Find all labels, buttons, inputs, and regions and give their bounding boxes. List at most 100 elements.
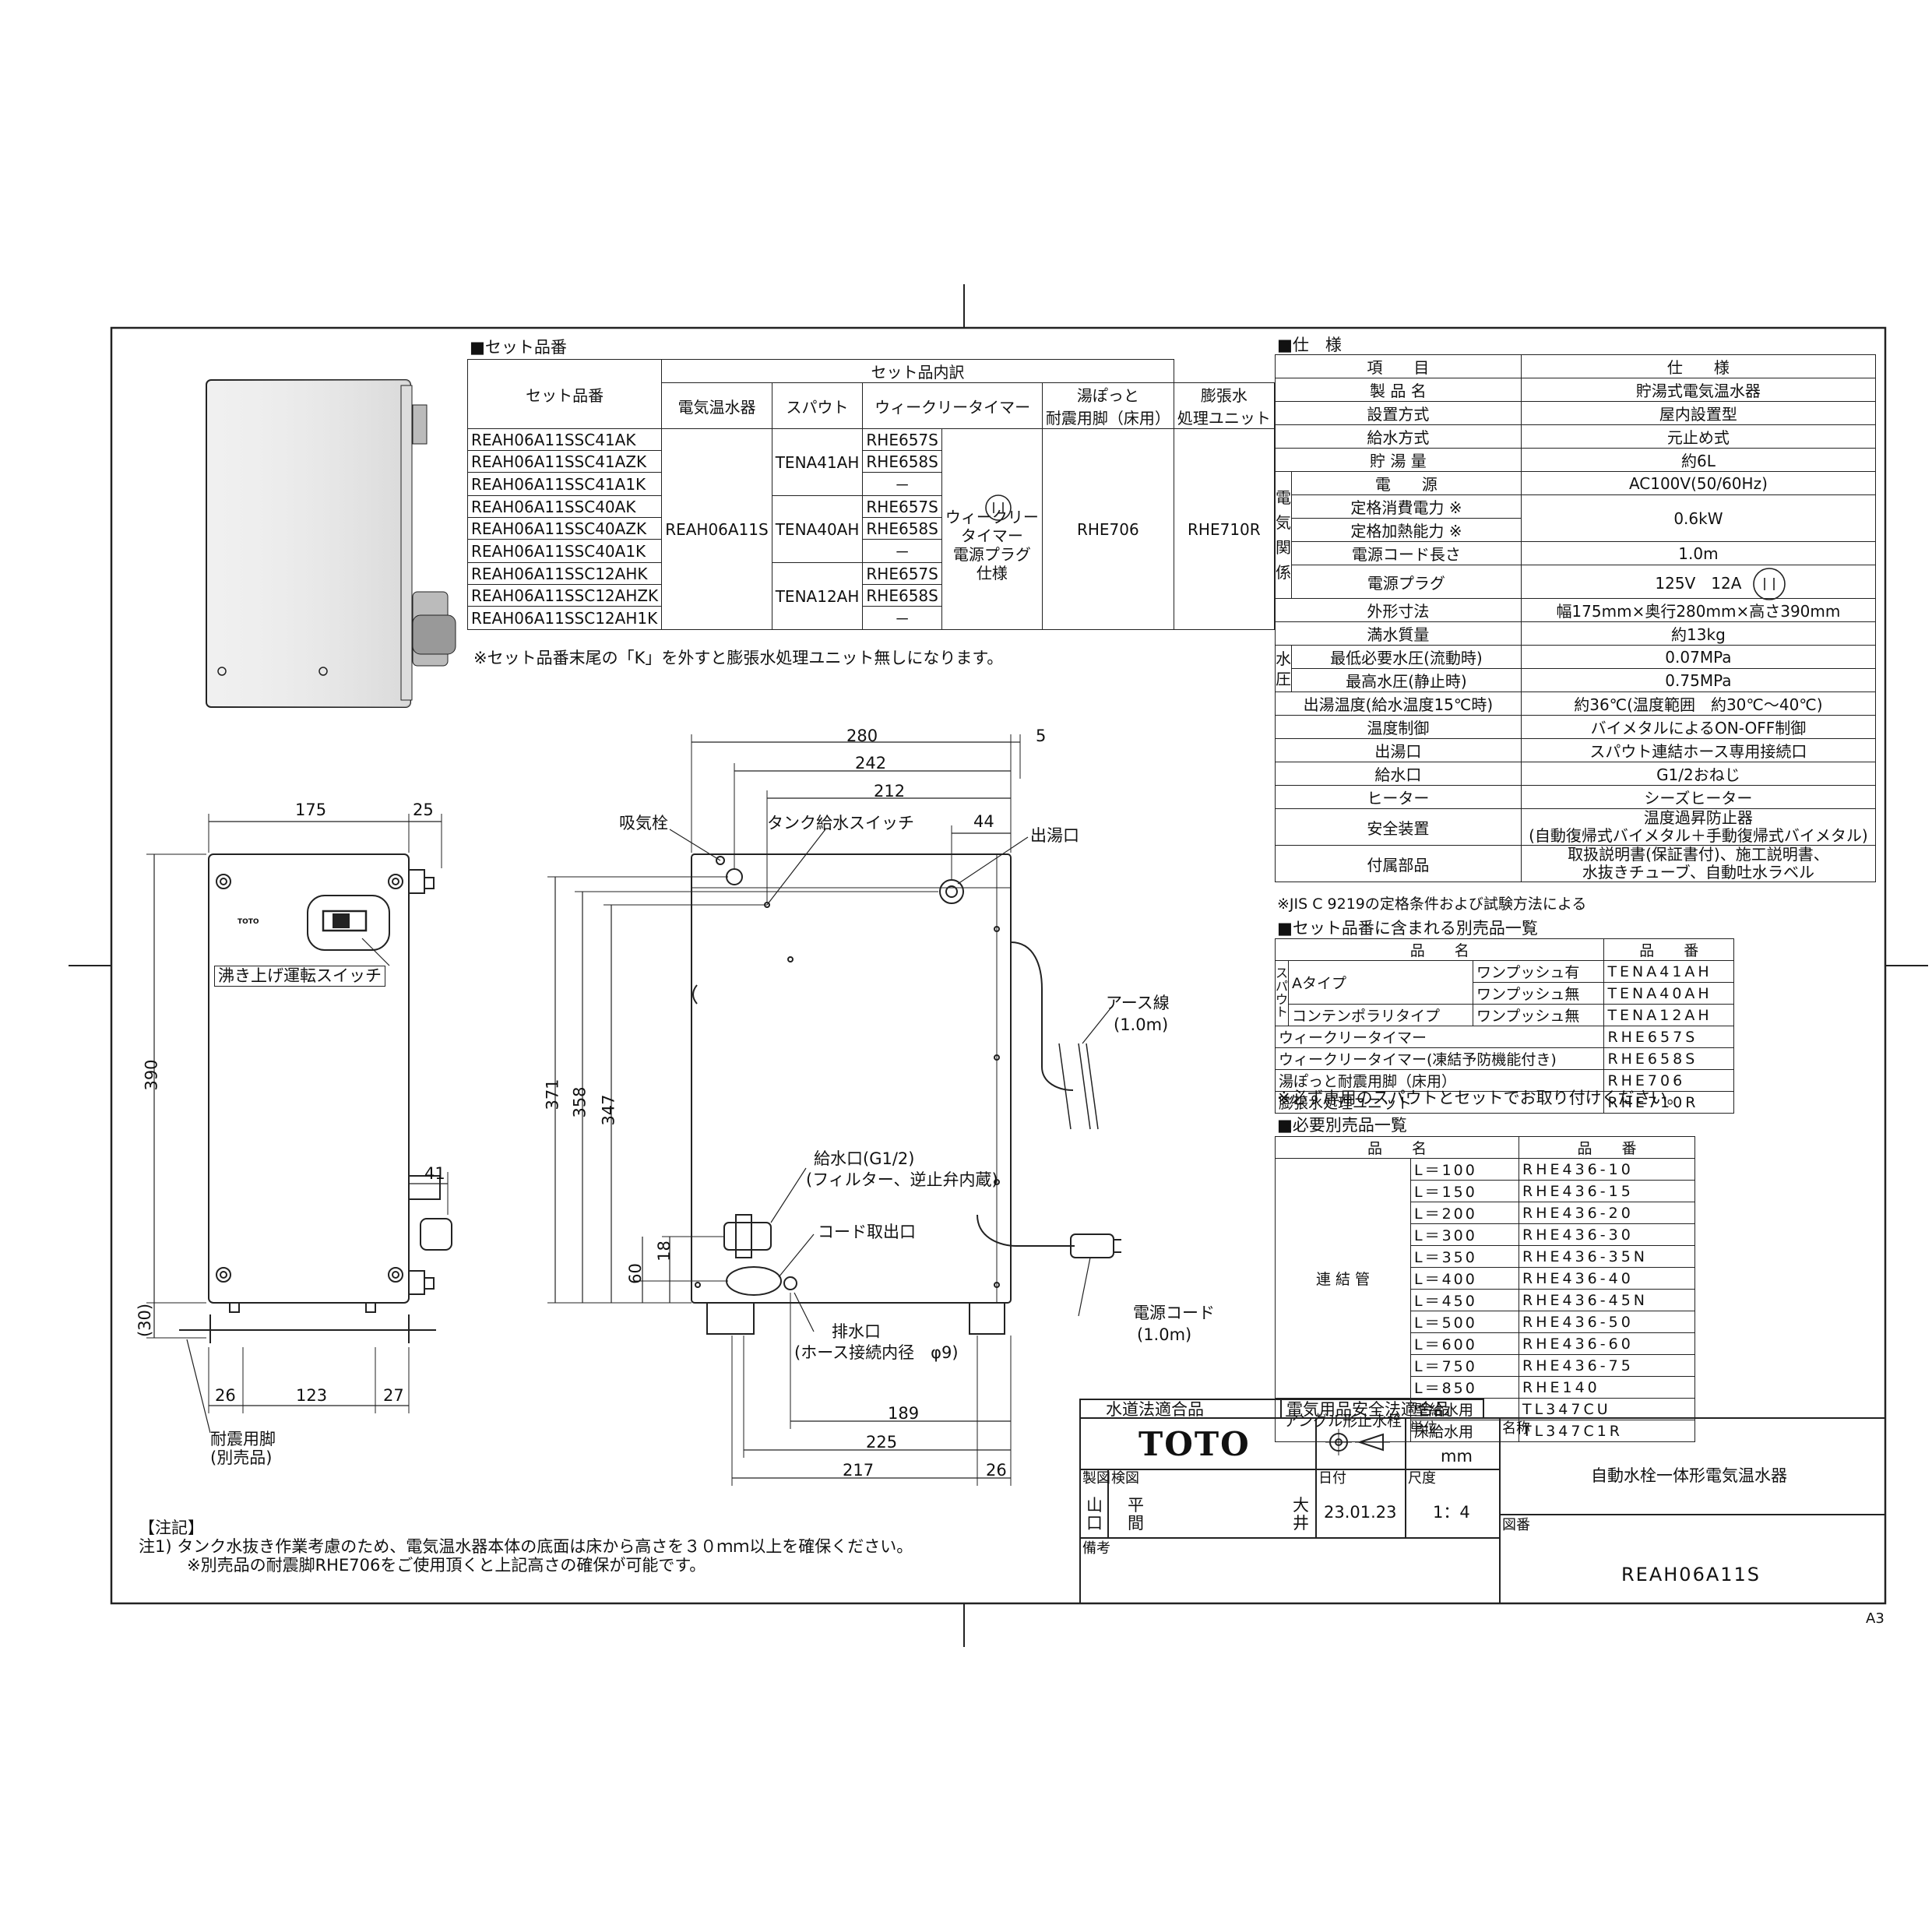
set-col-leg-2: 耐震用脚（床用） xyxy=(1041,406,1174,429)
spec-item: 定格消費電力 ※ xyxy=(1291,494,1522,519)
pipe-code: RHE436-50 xyxy=(1519,1311,1695,1333)
set-code: REAH06A11SSC40A1K xyxy=(466,539,663,563)
set-timer: RHE658S xyxy=(862,517,942,540)
separate-title: ■セット品番に含まれる別売品一覧 xyxy=(1277,919,1538,938)
spec-value: 0.75MPa xyxy=(1520,668,1877,692)
dim-41: 41 xyxy=(424,1164,445,1183)
name-label: 名称 xyxy=(1502,1420,1530,1437)
notes-line-1: 注1) タンク水抜き作業考慮のため、電気温水器本体の底面は床から高さを３０ｍｍ以… xyxy=(139,1537,913,1556)
pipe-length: L＝100 xyxy=(1410,1158,1519,1181)
spec-item: 温度制御 xyxy=(1275,715,1522,739)
separate-code: RHE710R xyxy=(1603,1091,1734,1114)
spec-row: 製 品 名貯湯式電気温水器 xyxy=(1275,378,1877,402)
separate-row: 湯ぽっと耐震用脚（床用）RHE706 xyxy=(1274,1069,1734,1092)
set-row: REAH06A11SSC40A1K － xyxy=(466,539,1275,563)
label-cord-outlet: コード取出口 xyxy=(818,1223,916,1241)
pipe-length: L＝450 xyxy=(1410,1289,1519,1311)
scale-label: 尺度 xyxy=(1408,1470,1436,1487)
spec-title: ■仕 様 xyxy=(1277,336,1342,354)
drawn-label: 製図 xyxy=(1082,1470,1110,1487)
label-earth-2: (1.0m) xyxy=(1114,1015,1169,1034)
spec-item: 付属部品 xyxy=(1275,845,1522,882)
spec-item: 電源プラグ xyxy=(1291,565,1522,599)
spout-label-char: パ xyxy=(1276,978,1289,994)
angle-sub: 壁給水用 xyxy=(1410,1398,1519,1420)
set-spout: TENA12AH xyxy=(771,562,864,630)
spout-label-char: ウ xyxy=(1276,991,1289,1007)
acc-line: 水抜きチューブ、自動吐水ラベル xyxy=(1582,863,1815,882)
dim-26-front: 26 xyxy=(215,1386,236,1405)
spec-value: スパウト連結ホース専用接続口 xyxy=(1520,738,1877,762)
spec-elec-label: 電気関係 xyxy=(1275,471,1292,599)
dim-width-175: 175 xyxy=(295,801,327,819)
label-drain-1: 排水口 xyxy=(832,1322,881,1341)
label-intake: 吸気栓 xyxy=(619,814,668,832)
set-col-timer: ウィークリータイマー xyxy=(862,382,1043,429)
spec-header-item: 項 目 xyxy=(1275,354,1522,378)
required-header-code: 品 番 xyxy=(1519,1136,1695,1159)
spec-item: 電源コード長さ xyxy=(1291,541,1522,565)
check-name: 平間 xyxy=(1128,1496,1144,1533)
separate-name: 膨張水処理ユニット xyxy=(1274,1091,1605,1114)
spec-value: 約13kg xyxy=(1520,621,1877,646)
plug-note-line: タイマー xyxy=(960,526,1023,545)
spec-item: 給水口 xyxy=(1275,762,1522,786)
separate-footnote: ※必ず専用のスパウトとセットでお取り付けください。 xyxy=(1277,1089,1684,1107)
spec-row: 外形寸法幅175mm×奥行280mm×高さ390mm xyxy=(1275,598,1877,622)
required-title: ■必要別売品一覧 xyxy=(1277,1116,1407,1135)
set-timer: － xyxy=(862,539,942,563)
spec-item: 最高水圧(静止時) xyxy=(1291,668,1522,692)
spec-value: 1.0m xyxy=(1520,541,1877,565)
set-footnote: ※セット品番末尾の「K」を外すと膨張水処理ユニット無しになります。 xyxy=(473,649,1004,667)
spec-row: 満水質量約13kg xyxy=(1275,621,1877,646)
label-tank-switch: タンク給水スイッチ xyxy=(767,814,914,832)
spec-value: バイメタルによるON-OFF制御 xyxy=(1520,715,1877,739)
safety-line: 温度過昇防止器 xyxy=(1643,808,1753,827)
label-inlet-1: 給水口(G1/2) xyxy=(814,1149,915,1168)
spec-row: ヒーターシーズヒーター xyxy=(1275,785,1877,809)
spec-value: 元止め式 xyxy=(1520,424,1877,449)
spec-item: 設置方式 xyxy=(1275,401,1522,425)
angle-sub: 床給水用 xyxy=(1410,1420,1519,1442)
set-table: セット品番 セット品内訳 電気温水器 スパウト ウィークリータイマー 湯ぽっと … xyxy=(466,359,1275,630)
set-unit: RHE710R xyxy=(1173,428,1275,630)
check-label: 検図 xyxy=(1111,1470,1139,1487)
side-view xyxy=(547,734,1121,1486)
set-code: REAH06A11SSC40AK xyxy=(466,495,663,518)
spout-sub: ワンプッシュ無 xyxy=(1472,1004,1605,1026)
spec-row: 出湯口スパウト連結ホース専用接続口 xyxy=(1275,738,1877,762)
spec-value: 屋内設置型 xyxy=(1520,401,1877,425)
safety-line: (自動復帰式バイメタル＋手動復帰式バイメタル) xyxy=(1529,826,1868,845)
pipe-code: RHE436-10 xyxy=(1519,1158,1695,1181)
acc-line: 取扱説明書(保証書付)、施工説明書、 xyxy=(1568,845,1829,864)
dim-123: 123 xyxy=(296,1386,328,1405)
remarks-label: 備考 xyxy=(1082,1540,1110,1557)
elec-label-char: 気 xyxy=(1276,513,1291,532)
angle-code: TL347CU xyxy=(1519,1398,1695,1420)
drawing-number: REAH06A11S xyxy=(1621,1564,1761,1585)
separate-header-name: 品 名 xyxy=(1274,938,1605,961)
spout-code: TENA40AH xyxy=(1603,982,1734,1005)
pipe-code: RHE436-60 xyxy=(1519,1332,1695,1355)
spout-code: TENA12AH xyxy=(1603,1004,1734,1026)
drawing-no-label: 図番 xyxy=(1502,1517,1530,1533)
pipe-length: L＝150 xyxy=(1410,1180,1519,1202)
spec-table: 項 目 仕 様 製 品 名貯湯式電気温水器設置方式屋内設置型給水方式元止め式貯 … xyxy=(1275,354,1877,882)
spec-footnote: ※JIS C 9219の定格条件および試験方法による xyxy=(1277,896,1587,913)
